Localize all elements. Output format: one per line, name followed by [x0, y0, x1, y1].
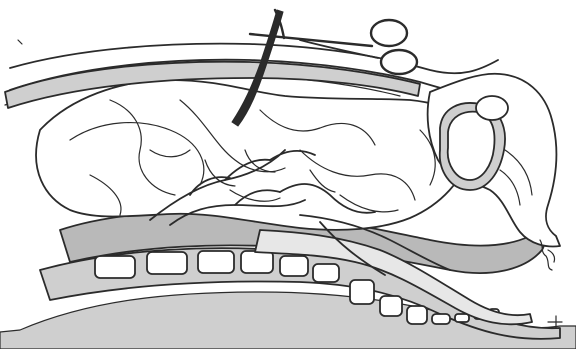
vertebra-8 [380, 296, 402, 316]
intestine-mass [36, 80, 471, 230]
vertebra-5 [280, 256, 308, 276]
acetabulum-oval [476, 96, 508, 120]
small-mark [18, 40, 22, 44]
pelvic-bone-inner [448, 112, 495, 180]
vertebra-4 [241, 251, 273, 273]
vertebra-2 [147, 252, 187, 274]
clamp-ring-upper [371, 20, 407, 46]
vertebra-9 [407, 306, 427, 324]
clamp-ring-lower [381, 50, 417, 74]
vertebra-10 [432, 314, 450, 324]
vertebra-1 [95, 256, 135, 278]
vertebra-6 [313, 264, 339, 282]
vertebra-7 [350, 280, 374, 304]
vertebra-3 [198, 251, 234, 273]
vertebra-11 [455, 314, 469, 322]
